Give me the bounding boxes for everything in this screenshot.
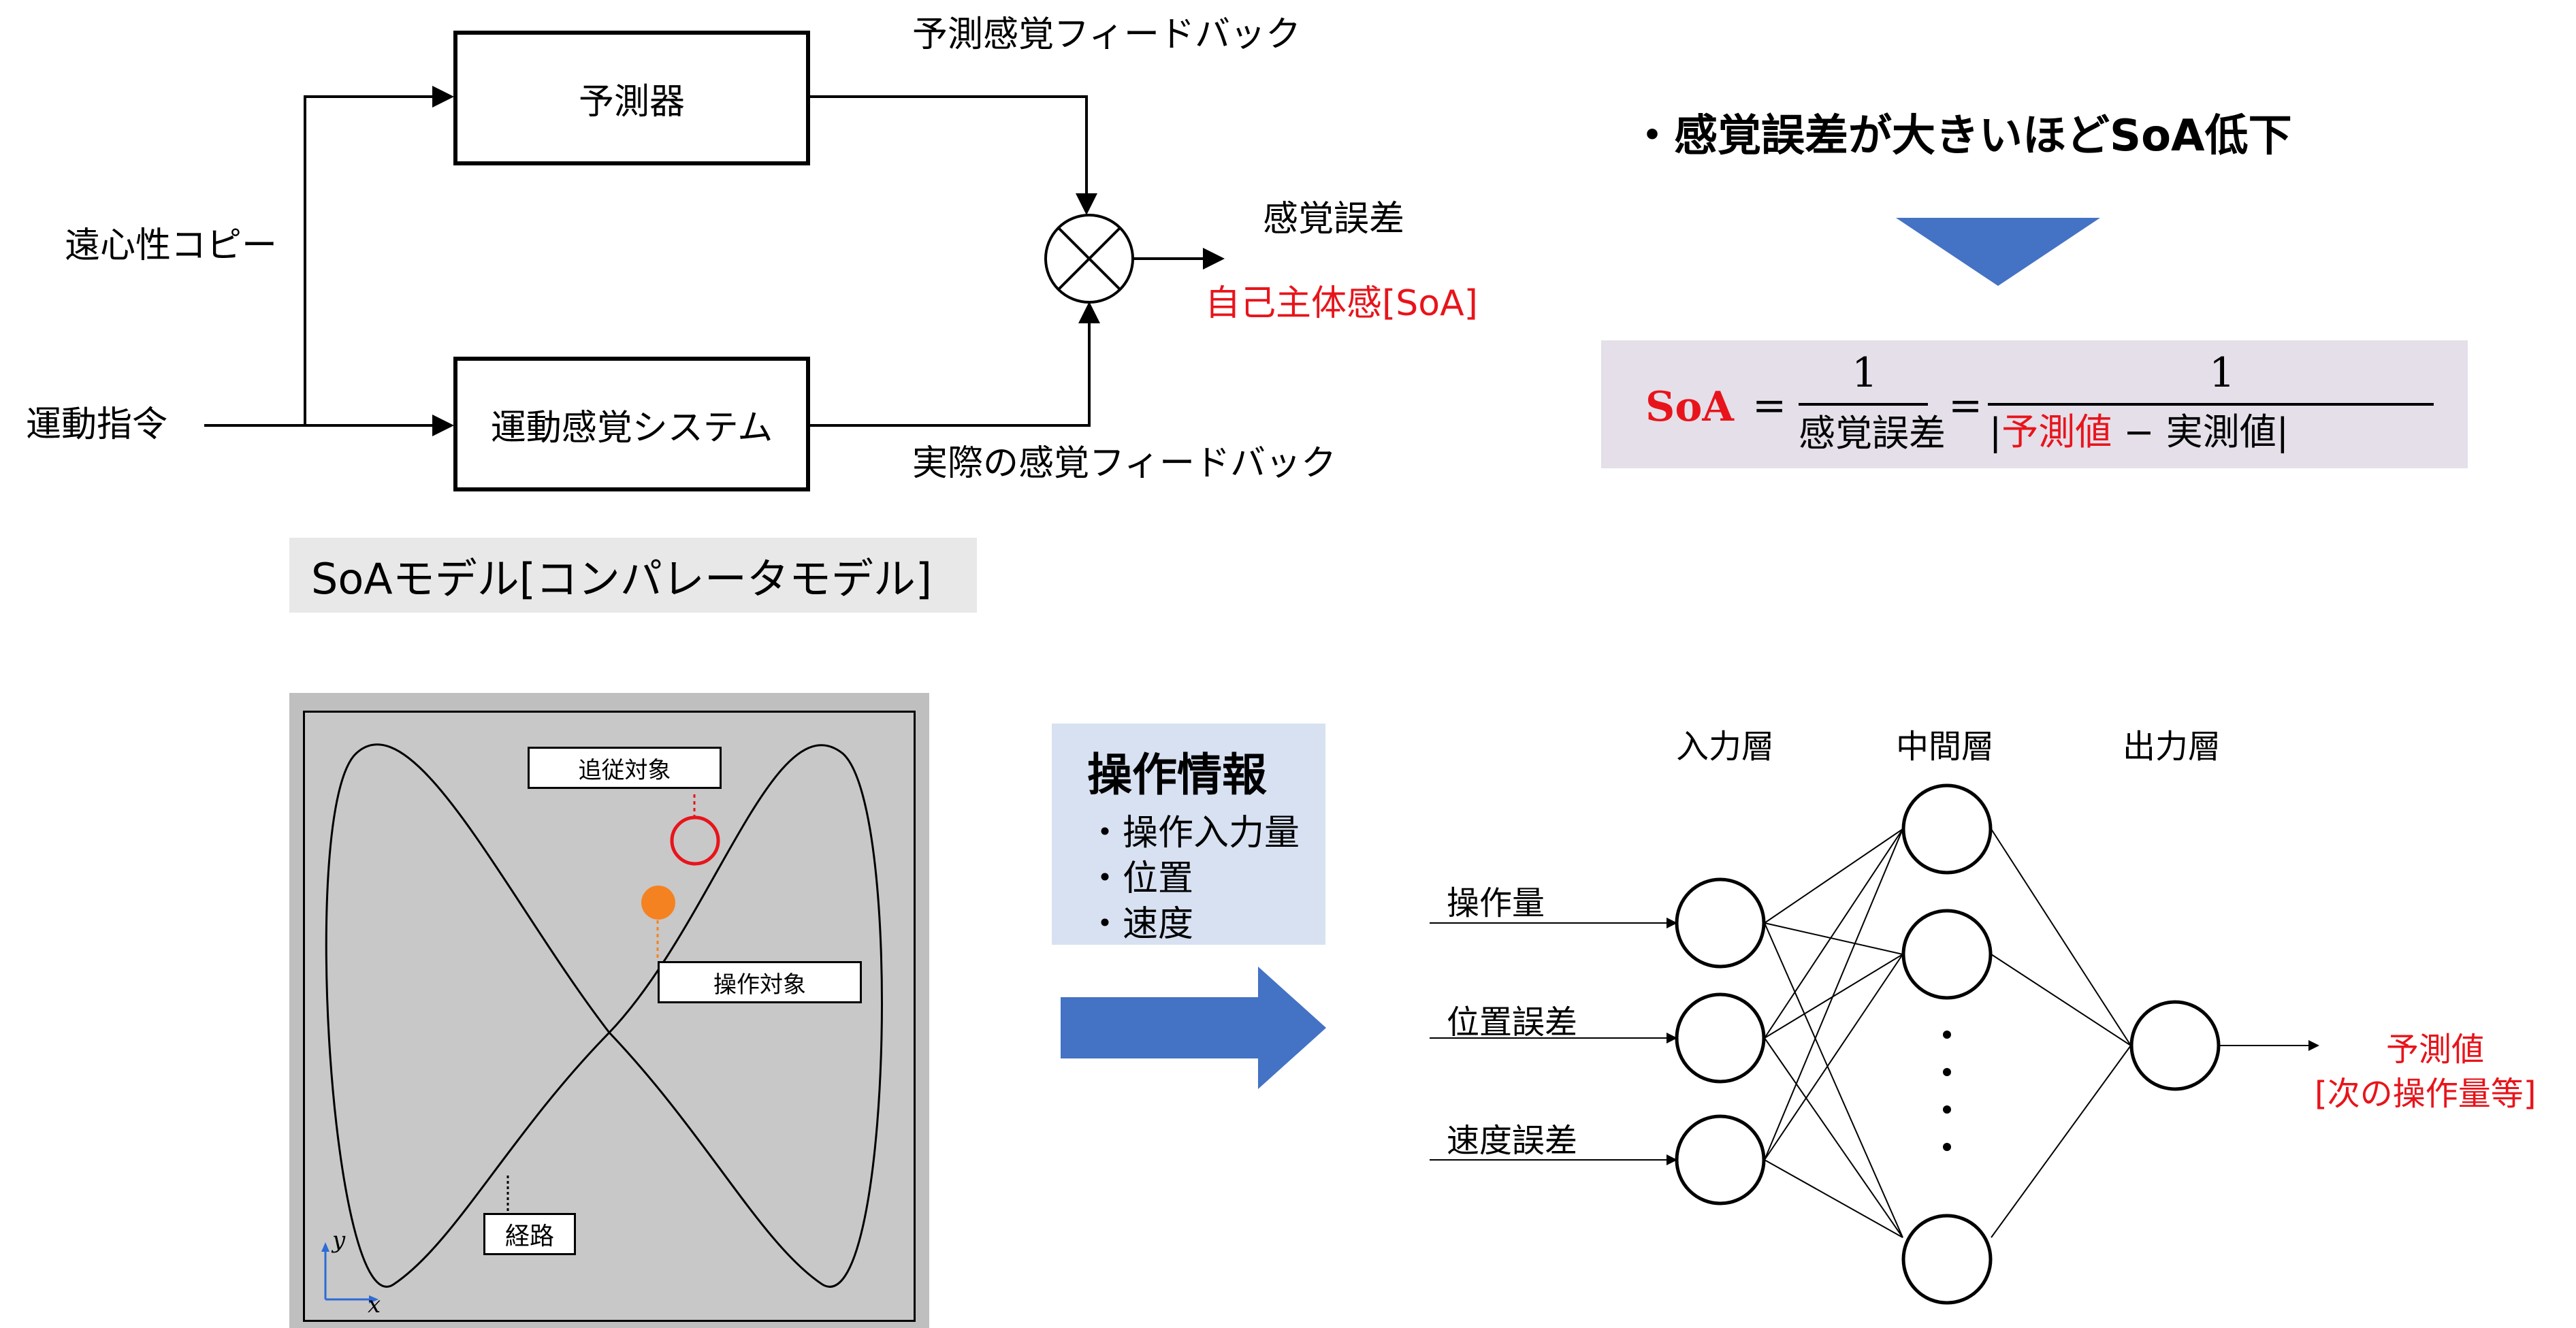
- actual-feedback-line: [810, 302, 1100, 427]
- output-node: [2129, 1000, 2221, 1091]
- sensory-error-label: 感覚誤差: [1263, 199, 1405, 240]
- soa-label: 自己主体感[SoA]: [1205, 283, 1478, 324]
- down-arrow-shape: [1896, 218, 2100, 286]
- predictor-box: 予測器: [453, 31, 810, 165]
- operation-info-title: 操作情報: [1087, 749, 1267, 801]
- input-layer-label: 入力層: [1676, 728, 1775, 766]
- axes-icon: [321, 1242, 379, 1303]
- predicted-feedback-label: 予測感覚フィードバック: [912, 14, 1301, 55]
- hidden-node: [1901, 909, 1993, 1000]
- down-arrow-icon: [1896, 218, 2100, 286]
- controlled-tag: 操作対象: [658, 961, 862, 1003]
- formula-lhs: SoA: [1645, 383, 1734, 431]
- comparator-diagram: [204, 86, 1225, 436]
- operation-info-box: 操作情報 ・操作入力量 ・位置 ・速度: [1052, 724, 1325, 945]
- denominator-actual: 実測値: [2166, 410, 2276, 453]
- input-label-operation: 操作量: [1447, 884, 1545, 922]
- hidden-layer-label: 中間層: [1896, 728, 1995, 766]
- denominator-minus: −: [2112, 410, 2166, 453]
- comparator-model-caption: SoAモデル[コンパレータモデル]: [289, 538, 977, 613]
- formula-denominator-2: |予測値 − 実測値|: [1989, 414, 2289, 451]
- input-node: [1675, 992, 1766, 1084]
- formula-equals-2: =: [1948, 382, 1983, 430]
- efference-copy-line: [304, 86, 454, 425]
- abs-open: |: [1989, 410, 2002, 453]
- target-label: 追従対象: [578, 756, 671, 784]
- target-marker: [670, 815, 720, 866]
- soa-heading: ・感覚誤差が大きいほどSoA低下: [1630, 111, 2292, 161]
- figure-eight-path: [321, 743, 883, 1303]
- controlled-object-marker: [641, 886, 675, 920]
- formula-equals-1: =: [1752, 382, 1787, 430]
- predictor-label: 予測器: [578, 81, 685, 123]
- output-label-line1: 予測値: [2386, 1031, 2485, 1069]
- path-label: 経路: [504, 1222, 554, 1250]
- target-tag: 追従対象: [528, 747, 722, 789]
- axis-x-label: x: [368, 1291, 381, 1318]
- right-arrow-icon: [1061, 967, 1326, 1089]
- actual-feedback-label: 実際の感覚フィードバック: [912, 443, 1336, 484]
- plant-label: 運動感覚システム: [490, 407, 773, 449]
- hidden-node: [1901, 783, 1993, 875]
- right-arrow-shape: [1061, 967, 1326, 1089]
- input-node: [1675, 1114, 1766, 1205]
- axis-y-label: y: [332, 1227, 346, 1254]
- input-label-position-error: 位置誤差: [1447, 1003, 1578, 1041]
- neural-network: [1430, 783, 2319, 1305]
- controlled-label: 操作対象: [713, 971, 806, 999]
- formula-numerator-2: 1: [2209, 349, 2236, 397]
- ellipsis-dots: [1943, 1031, 1951, 1151]
- motor-command-label: 運動指令: [26, 404, 168, 445]
- tracking-area: 追従対象 操作対象 経路 y x: [303, 711, 916, 1322]
- hidden-node: [1901, 1214, 1993, 1305]
- formula-numerator-1: 1: [1852, 349, 1878, 397]
- input-label-velocity-error: 速度誤差: [1447, 1122, 1578, 1160]
- comparator-node: [1044, 214, 1134, 304]
- output-label-line2: [次の操作量等]: [2315, 1075, 2537, 1113]
- abs-close: |: [2276, 410, 2289, 453]
- fraction-bar-1: [1799, 403, 1928, 406]
- formula-denominator-1: 感覚誤差: [1799, 412, 1946, 455]
- soa-formula: SoA = 1 感覚誤差 = 1 |予測値 − 実測値|: [1601, 340, 2468, 468]
- fraction-bar-2: [1988, 403, 2434, 406]
- plant-box: 運動感覚システム: [453, 357, 810, 491]
- operation-info-item: ・位置: [1087, 858, 1194, 899]
- denominator-predicted: 予測値: [2001, 410, 2112, 453]
- predicted-feedback-line: [810, 95, 1097, 215]
- operation-info-item: ・速度: [1087, 904, 1194, 945]
- operation-info-item: ・操作入力量: [1087, 813, 1300, 854]
- efference-copy-label: 遠心性コピー: [65, 225, 278, 266]
- path-tag: 経路: [483, 1213, 576, 1255]
- input-node: [1675, 877, 1766, 969]
- caption-text: SoAモデル[コンパレータモデル]: [311, 554, 933, 604]
- output-layer-label: 出力層: [2123, 728, 2221, 766]
- tracking-task-panel: 追従対象 操作対象 経路 y x: [289, 693, 929, 1328]
